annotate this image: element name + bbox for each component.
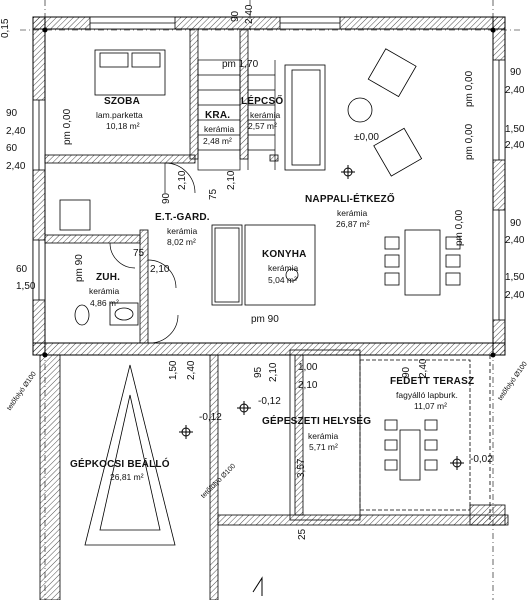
dim-left-60: 60 [6,143,18,154]
dim-door-100: 1,00 [298,362,318,373]
room-area-kra: 2,48 m² [203,136,232,146]
bed [94,49,166,96]
room-area-szoba: 10,18 m² [106,121,140,131]
room-name-kra: KRA. [205,110,231,121]
room-material-nappali: kerámia [337,208,368,218]
dim-left-240a: 2,40 [6,126,26,137]
terrace-furniture [384,419,438,481]
car-outline [84,364,176,546]
level-garage: -0,12 [199,412,222,423]
windows [32,16,506,321]
dim-right-90b: 90 [510,218,522,229]
staircase [197,59,276,171]
dim-top-90: 90 [230,10,241,22]
room-name-zuh: ZUH. [96,272,121,283]
section-arrow [252,576,263,596]
room-area-lepcso: 2,57 m² [248,121,277,131]
dim-door-210a: 2,10 [177,170,188,190]
room-material-szoba: lam.parketta [96,110,143,120]
dim-door-240: 2,40 [186,360,197,380]
parapet-zuh: pm 90 [74,254,85,282]
dim-right-240c: 2,40 [505,235,525,246]
room-material-konyha: kerámia [268,263,299,273]
dim-door-210c: 2,10 [150,264,170,275]
parapet-right-2: pm 0,00 [464,123,475,160]
dim-door-75a: 75 [208,188,219,200]
dim-357: 3,57 [296,458,307,478]
room-name-konyha: KONYHA [262,249,307,260]
living-furniture [284,48,423,177]
room-material-terasz: fagyálló lapburk. [396,390,458,400]
dim-door-90a: 90 [161,192,172,204]
room-material-gepeszeti: kerámia [308,431,339,441]
garage-structure [39,349,509,600]
room-name-lepcso: LÉPCSŐ [241,96,284,107]
corner-dots [42,27,496,358]
room-material-gard: kerámia [167,226,198,236]
room-material-zuh: kerámia [89,286,120,296]
bathroom-fixtures [59,199,139,326]
room-name-gepkocsi: GÉPKOCSI BEÁLLÓ [70,459,170,470]
dim-right-150b: 1,50 [505,272,525,283]
room-material-kra: kerámia [204,124,235,134]
doors [109,162,196,344]
kitchen-counter [214,224,316,306]
parapet-right-1: pm 0,00 [464,70,475,107]
dim-left-60b: 60 [16,264,28,275]
room-name-terasz: FEDETT TERASZ [390,376,475,387]
dim-left-90: 90 [6,108,18,119]
interior-walls [44,28,279,344]
room-area-gepkocsi: 26,81 m² [110,472,144,482]
room-area-konyha: 5,04 m² [268,275,297,285]
room-name-gepeszeti: GÉPESZETI HELYSÉG [262,416,372,427]
dim-right-150: 1,50 [505,124,525,135]
dim-door-95: 95 [253,366,264,378]
parapet-lepcso: pm 1,70 [222,59,259,70]
dim-right-90: 90 [510,67,522,78]
room-material-lepcso: kerámia [250,110,281,120]
dim-right-240d: 2,40 [505,290,525,301]
dim-door-240e: 2,40 [418,358,429,378]
room-area-zuh: 4,86 m² [90,298,119,308]
room-name-gard: E.T.-GARD. [155,212,210,223]
dim-right-240a: 2,40 [505,85,525,96]
level-main: ±0,00 [354,132,379,143]
room-area-nappali: 26,87 m² [336,219,370,229]
dim-door-210e: 2,10 [298,380,318,391]
room-name-nappali: NAPPALI-ÉTKEZŐ [305,194,395,205]
dim-left-150: 1,50 [16,281,36,292]
dim-door-210b: 2,10 [226,170,237,190]
parapet-konyha: pm 90 [251,314,279,325]
dim-door-90c: 90 [401,366,412,378]
room-area-terasz: 11,07 m² [414,401,447,411]
dim-door-150: 1,50 [168,360,179,380]
dim-25: 25 [297,528,308,540]
parapet-szoba: pm 0,00 [62,108,73,145]
dim-right-240b: 2,40 [505,140,525,151]
room-area-gepeszeti: 5,71 m² [309,442,338,452]
level-gepeszeti: -0,12 [258,396,281,407]
dim-left-240b: 2,40 [6,161,26,172]
dim-top-240: 2,40 [244,4,255,24]
level-terasz: -0,02 [470,454,493,465]
room-area-gard: 8,02 m² [167,237,196,247]
dim-top-015: 0,15 [0,18,11,38]
dim-door-210d: 2,10 [268,362,279,382]
parapet-right-3: pm 0,00 [454,209,465,246]
level-markers [179,165,464,470]
room-name-szoba: SZOBA [104,96,140,107]
dim-door-75b: 75 [133,248,145,259]
dining-table [384,229,461,296]
